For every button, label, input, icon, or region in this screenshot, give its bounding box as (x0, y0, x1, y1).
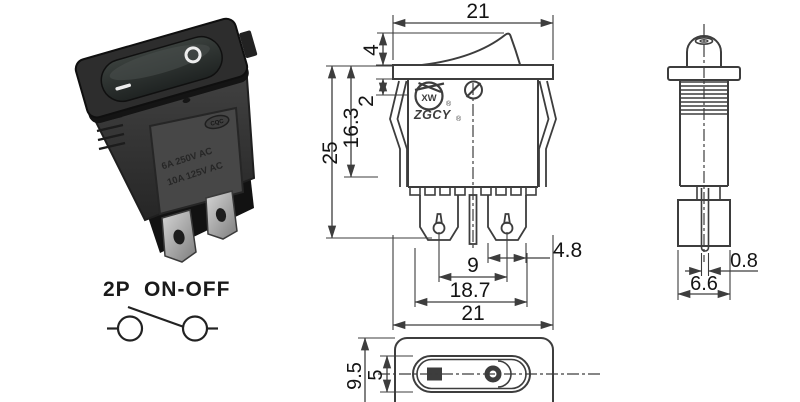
dim-top-width-label: 21 (466, 0, 489, 23)
flange (392, 64, 554, 80)
keyhole-hole (432, 221, 446, 235)
dim-rocker-height: 4 (360, 32, 504, 66)
clip-right-inner (538, 80, 550, 187)
dim-pin-thickness-label: 0.8 (730, 250, 758, 272)
top-view-drawing: 9.5 5 (344, 337, 602, 402)
clip-right-outer (545, 80, 557, 187)
pole-circle-left (116, 315, 144, 342)
clip-left-inner (396, 80, 408, 187)
top-outer-body (394, 337, 554, 402)
terminals (161, 190, 238, 263)
terminal-hole (173, 229, 185, 245)
dim-terminal-width-label: 4.8 (553, 239, 582, 262)
dim-body-height-label: 16.3 (340, 108, 363, 149)
mount-tab (239, 30, 258, 58)
dim-slot-height-label: 5 (365, 369, 387, 380)
logo-mark: XW (421, 93, 436, 104)
dim-depth-label: 6.6 (690, 273, 718, 295)
front-view-drawing: XW ® ZGCY ® 21 4 2 (320, 0, 582, 330)
side-pin (700, 188, 710, 252)
dim-bottom-width: 21 (392, 235, 554, 330)
dim-total-height: 25 (320, 65, 432, 239)
cqc-logo-text: CQC (210, 118, 225, 127)
dome-slot (694, 36, 714, 45)
rocker-mark-off-icon (115, 83, 131, 91)
pole-circle-right (181, 315, 209, 342)
terminal-hole (215, 208, 227, 222)
rocker-mark-on-icon (184, 46, 202, 64)
brand-reg: ® (456, 115, 462, 123)
dim-rocker-height-label: 4 (360, 44, 383, 56)
dim-flange-offset-label: 2 (355, 95, 378, 107)
dim-body-span-label: 18.7 (450, 279, 491, 302)
rating-plate (148, 106, 245, 216)
switch-lever (127, 305, 185, 329)
logo-mark-reg: ® (446, 100, 452, 108)
mounting-clips (389, 80, 557, 187)
dim-bottom-width-label: 21 (461, 302, 484, 325)
bezel-group (74, 17, 258, 124)
brand-text: ZGCY (413, 108, 452, 122)
dim-slot-height: 5 (365, 355, 413, 393)
mark-off-icon (427, 367, 442, 381)
dim-terminal-pitch-label: 9 (467, 254, 479, 277)
cqc-logo: CQC (204, 114, 230, 130)
side-view-drawing: 0.8 6.6 (667, 24, 758, 300)
circuit-symbol (107, 305, 218, 342)
center-pin (468, 194, 478, 245)
product-photo: CQC 6A 250V AC 10A 125V AC (74, 17, 258, 263)
dim-outer-height-label: 9.5 (344, 362, 366, 390)
base-teeth (409, 186, 537, 196)
dim-body-height: 16.3 (340, 65, 378, 178)
dim-total-height-label: 25 (320, 141, 342, 164)
brand-logo: XW ® ZGCY ® (413, 81, 462, 123)
dim-pin-thickness: 0.8 (685, 250, 758, 276)
keyhole-hole (500, 221, 514, 235)
dim-terminal-pitch: 9 (438, 232, 508, 282)
dim-outer-height: 9.5 (344, 337, 395, 402)
dim-flange-offset: 2 (355, 78, 408, 107)
switch-type-label: 2P ON-OFF (103, 278, 231, 301)
front-outline (392, 32, 554, 188)
dim-top-width: 21 (392, 0, 554, 60)
body-hole (182, 98, 191, 103)
top-outline (394, 337, 554, 402)
dim-terminal-width: 4.8 (487, 239, 582, 263)
rocker-profile (421, 32, 521, 66)
clip-left-outer (389, 80, 401, 187)
dim-body-span: 18.7 (414, 248, 528, 307)
dim-depth: 6.6 (677, 250, 731, 300)
